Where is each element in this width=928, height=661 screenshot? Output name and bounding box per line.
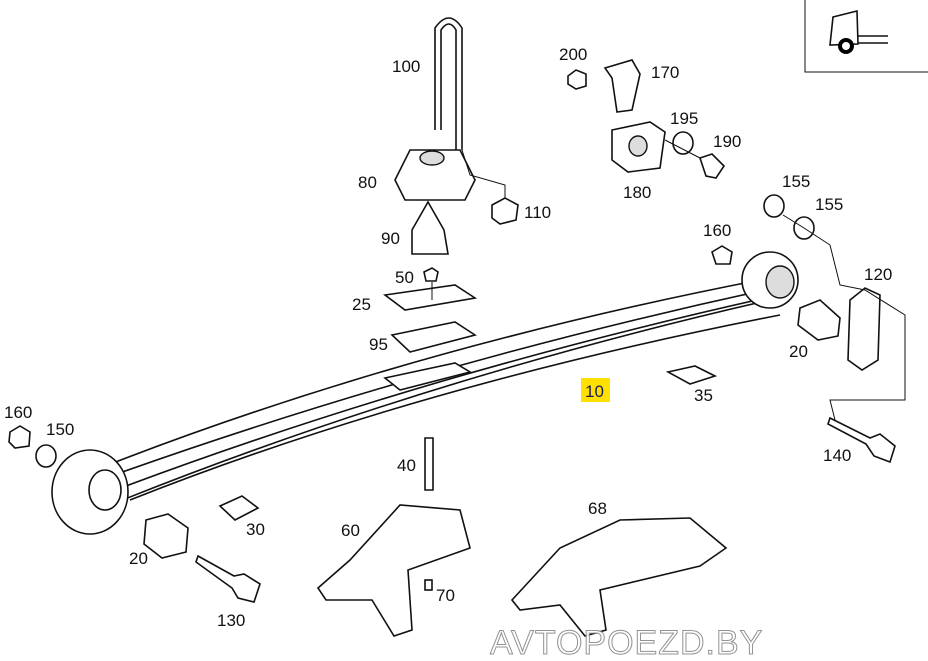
hanger-part-60[interactable] — [316, 504, 471, 637]
label-170[interactable]: 170 — [651, 63, 679, 82]
label-80[interactable]: 80 — [358, 173, 377, 192]
buffer-part-170[interactable] — [603, 59, 641, 113]
bolt-part-140[interactable] — [827, 416, 896, 464]
label-150[interactable]: 150 — [46, 420, 74, 439]
nut-part-110[interactable] — [491, 197, 519, 225]
label-180[interactable]: 180 — [623, 183, 651, 202]
label-40[interactable]: 40 — [397, 456, 416, 475]
label-110[interactable]: 110 — [524, 203, 551, 222]
highlight-part-10 — [581, 378, 610, 402]
u-bolt-part-100[interactable] — [434, 17, 463, 150]
pin-part-70[interactable] — [424, 579, 433, 591]
washer-part-155[interactable] — [763, 194, 785, 218]
label-155[interactable]: 155 — [782, 172, 810, 191]
clamp-plate-part-95[interactable] — [390, 321, 477, 353]
label-130[interactable]: 130 — [217, 611, 245, 630]
part-labels: 100 200 170 195 190 80 110 180 155 155 1… — [4, 45, 892, 630]
bolt-part-130[interactable] — [195, 554, 261, 603]
label-195[interactable]: 195 — [670, 109, 698, 128]
label-35[interactable]: 35 — [694, 386, 713, 405]
label-68[interactable]: 68 — [588, 499, 607, 518]
spring-seat-part-80[interactable] — [394, 149, 476, 201]
label-95[interactable]: 95 — [369, 335, 388, 354]
bump-stop-part-90[interactable] — [411, 200, 449, 255]
bolt-part-40[interactable] — [424, 437, 434, 491]
bracket-hole — [628, 135, 648, 157]
watermark: AVTOPOEZD.BY — [490, 624, 763, 661]
pad-part-35[interactable] — [665, 365, 718, 385]
label-155[interactable]: 155 — [815, 195, 843, 214]
label-190[interactable]: 190 — [713, 132, 741, 151]
shackle-part-120[interactable] — [847, 287, 881, 371]
leaf-spring-part-10[interactable] — [51, 251, 799, 535]
label-140[interactable]: 140 — [823, 446, 851, 465]
washer-part-150[interactable] — [35, 444, 57, 468]
label-30[interactable]: 30 — [246, 520, 265, 539]
label-25[interactable]: 25 — [352, 295, 371, 314]
bushing-part-20[interactable] — [797, 299, 841, 341]
nut-part-50[interactable] — [423, 267, 439, 282]
label-100[interactable]: 100 — [392, 57, 420, 76]
label-70[interactable]: 70 — [436, 586, 455, 605]
label-160[interactable]: 160 — [703, 221, 731, 240]
label-60[interactable]: 60 — [341, 521, 360, 540]
washer-part-195[interactable] — [672, 131, 694, 155]
label-120[interactable]: 120 — [864, 265, 892, 284]
label-10[interactable]: 10 — [585, 382, 604, 401]
seat-hole — [419, 150, 445, 166]
label-90[interactable]: 90 — [381, 229, 400, 248]
bolt-part-190[interactable] — [698, 153, 726, 179]
bushing-part-20[interactable] — [143, 513, 189, 559]
label-200[interactable]: 200 — [559, 45, 587, 64]
pad-part-30[interactable] — [218, 495, 260, 521]
label-160[interactable]: 160 — [4, 403, 32, 422]
truck-position-icon — [804, 0, 928, 73]
label-50[interactable]: 50 — [395, 268, 414, 287]
label-20[interactable]: 20 — [789, 342, 808, 361]
label-20[interactable]: 20 — [129, 549, 148, 568]
hanger-part-68[interactable] — [510, 517, 728, 637]
nut-part-200[interactable] — [567, 69, 587, 90]
nut-part-160[interactable] — [711, 245, 733, 265]
nut-part-160[interactable] — [8, 425, 31, 449]
leader-lines — [431, 139, 906, 421]
plate-part-25[interactable] — [382, 284, 478, 311]
